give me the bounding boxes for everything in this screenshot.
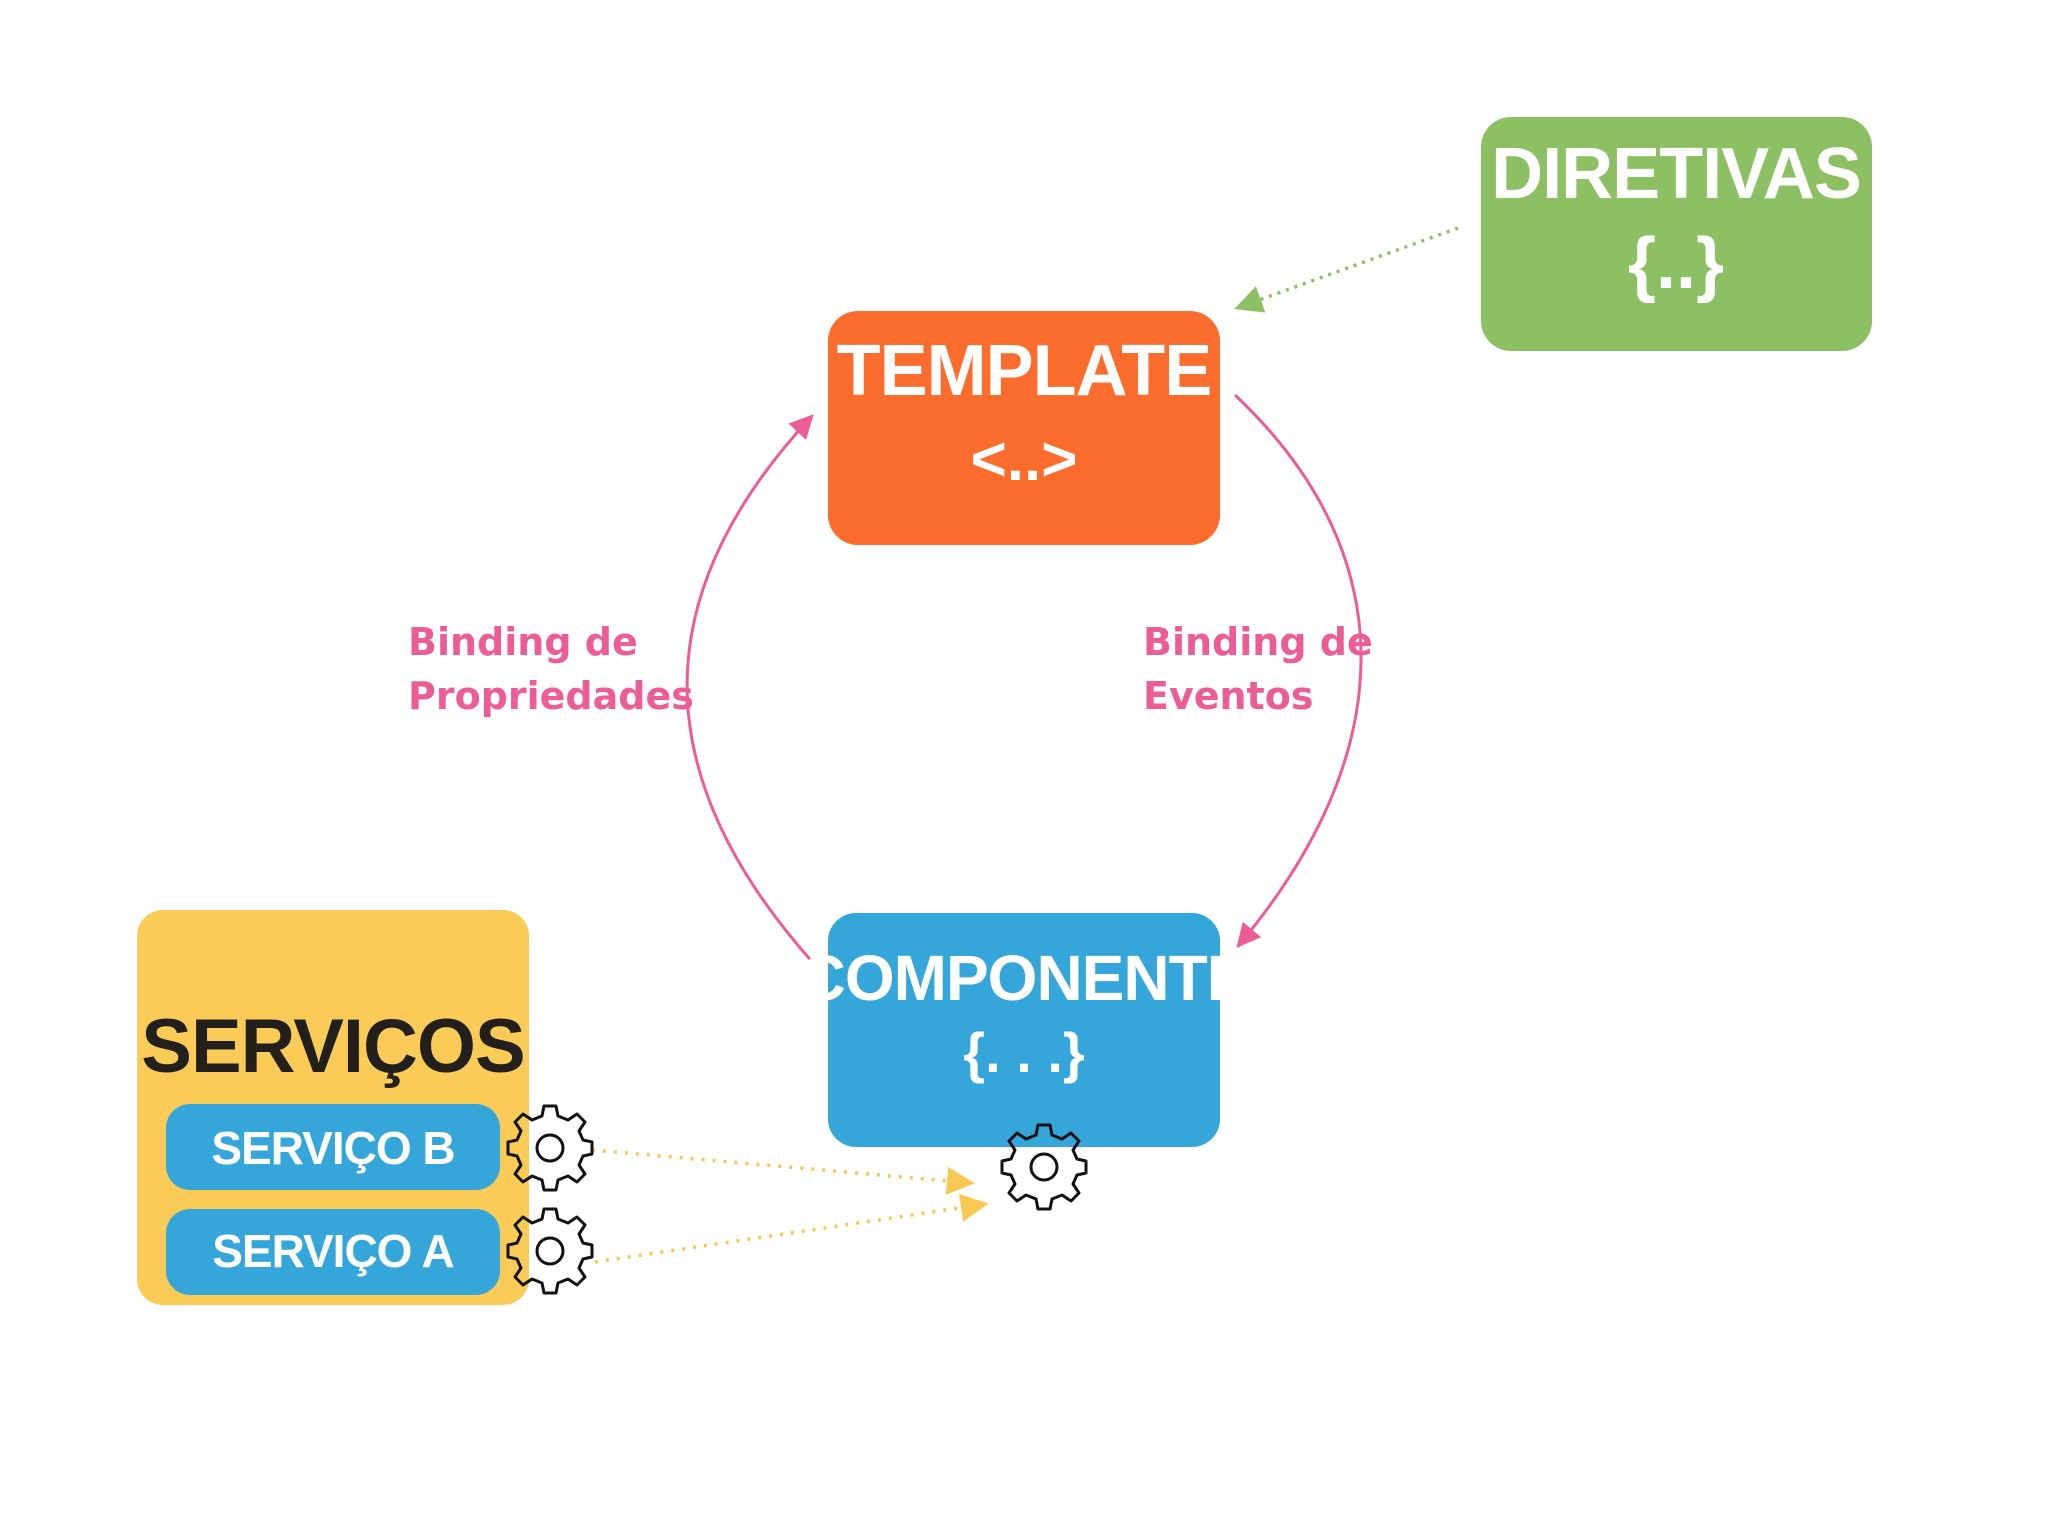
property-binding-label-line2: Propriedades <box>408 674 694 718</box>
componente-symbol: {. . .} <box>963 1021 1084 1084</box>
diretivas-title: DIRETIVAS <box>1491 134 1861 214</box>
service-b-arrow <box>591 1148 975 1195</box>
servicos-title: SERVIÇOS <box>141 1004 524 1089</box>
event-binding-arrow <box>1233 393 1363 948</box>
servico-b-item: SERVIÇO B <box>166 1104 500 1190</box>
componente-title: COMPONENTE <box>800 942 1249 1014</box>
property-binding-label-line1: Binding de <box>408 620 638 664</box>
template-title: TEMPLATE <box>837 331 1212 411</box>
service-a-arrow <box>594 1193 989 1264</box>
diretivas-symbol: {..} <box>1628 224 1724 304</box>
event-binding-label-line1: Binding de <box>1143 620 1373 664</box>
event-binding-label-line2: Eventos <box>1143 674 1313 718</box>
template-symbol: <..> <box>971 425 1078 494</box>
servico-a-label: SERVIÇO A <box>212 1225 454 1277</box>
componente-node: COMPONENTE {. . .} <box>800 913 1249 1147</box>
property-binding-arrow <box>685 414 817 967</box>
servico-a-item: SERVIÇO A <box>166 1209 500 1295</box>
diretivas-node: DIRETIVAS {..} <box>1481 117 1872 351</box>
directive-arrow <box>1234 226 1459 313</box>
template-node: TEMPLATE <..> <box>828 311 1220 545</box>
servico-b-label: SERVIÇO B <box>211 1122 454 1174</box>
servicos-group: SERVIÇOS SERVIÇO B SERVIÇO A <box>137 910 529 1305</box>
